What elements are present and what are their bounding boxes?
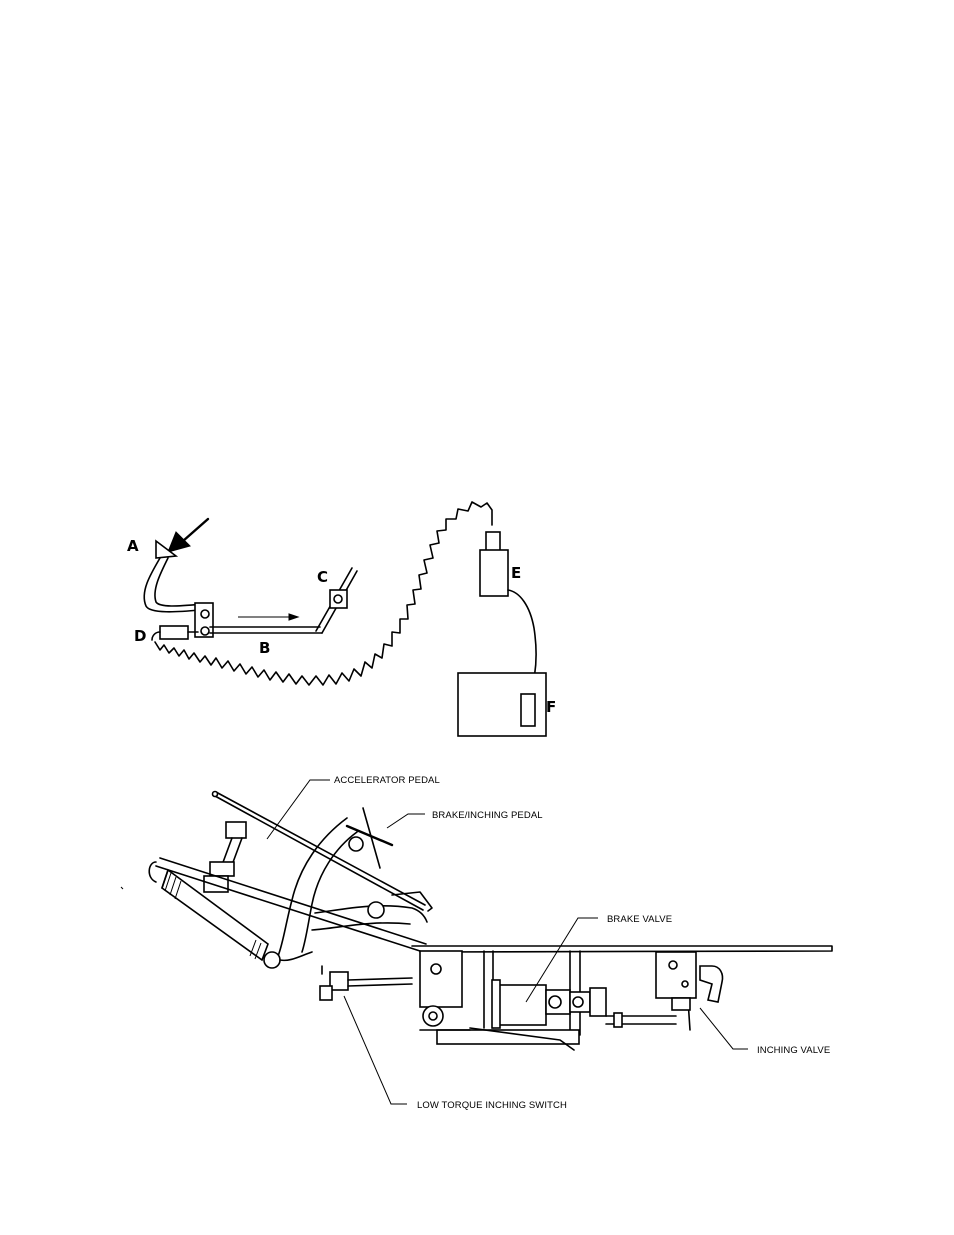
brake-system-schematic: A D B C E F [127,501,556,737]
brake-inching-pedal [345,807,394,869]
label-d: D [134,627,146,645]
master-cylinder-e [479,531,537,695]
pedal-arm [277,817,433,957]
push-rod [209,626,323,634]
brake-pedal [143,539,214,638]
callout-low-torque-inching-switch: LOW TORQUE INCHING SWITCH [417,1100,567,1111]
label-b: B [259,639,270,657]
floor-plate [411,945,833,953]
callout-brake-valve: BRAKE VALVE [607,914,672,925]
switch-body [151,625,199,641]
label-c: C [317,568,328,586]
label-f: F [546,698,556,716]
adjusting-bolt [203,821,247,893]
accelerator-pedal [211,790,426,911]
callout-accelerator-pedal: ACCELERATOR PEDAL [334,775,440,786]
brake-valve [491,979,677,1029]
motion-arrow-icon [238,613,300,621]
controller-box-f [457,672,547,737]
label-e: E [511,564,521,582]
coiled-cable [154,501,493,686]
callout-inching-valve: INCHING VALVE [757,1045,830,1056]
lower-linkage [419,999,691,1051]
low-torque-inching-switch [319,965,413,1001]
inching-valve [655,951,724,1011]
label-a: A [127,537,139,555]
pivot-lever [315,567,358,634]
force-arrow-icon [167,517,210,553]
pedal-assembly-illustration: ACCELERATOR PEDAL BRAKE/INCHING PEDAL BR… [120,775,833,1111]
return-spring-housing [148,857,427,969]
callout-brake-inching-pedal: BRAKE/INCHING PEDAL [432,810,543,821]
leader-lines [266,779,748,1105]
stray-mark [120,886,124,890]
